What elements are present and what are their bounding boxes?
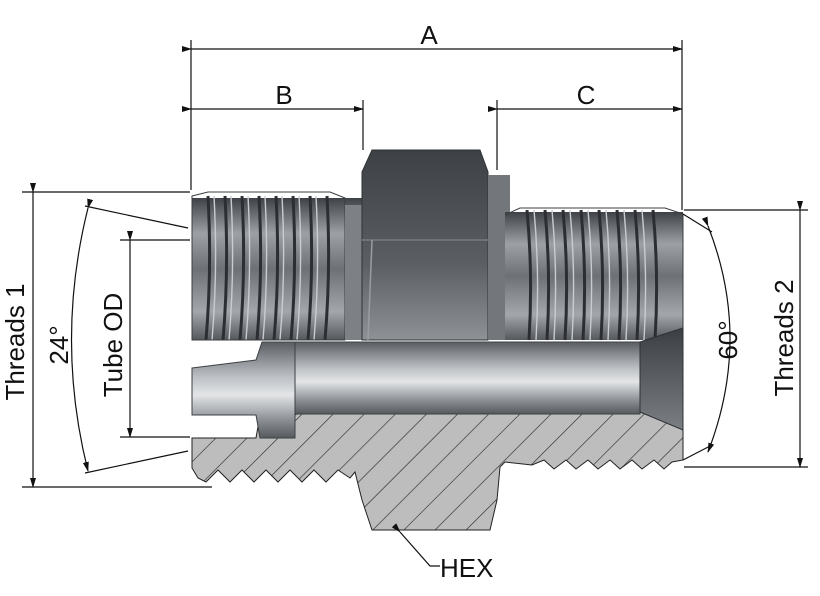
section-view [191, 411, 684, 531]
threads-1-label: Threads 1 [0, 283, 30, 400]
hex-label: HEX [440, 553, 493, 583]
bore [294, 341, 641, 415]
dim-a-label: A [420, 20, 438, 50]
right-thread-crests [525, 209, 659, 341]
angle-60-label: 60° [713, 320, 743, 359]
right-relief-neck [488, 175, 510, 340]
dim-b-label: B [275, 80, 292, 110]
threads-2-label: Threads 2 [769, 279, 799, 396]
cone-seat [639, 327, 684, 431]
left-relief-neck [345, 205, 365, 340]
dim-c-label: C [577, 80, 596, 110]
left-thread-crests [204, 195, 331, 341]
dimension-lines [22, 40, 808, 567]
angle-24-label: 24° [44, 325, 74, 364]
tube-seat [191, 341, 296, 439]
tube-od-label: Tube OD [98, 293, 128, 398]
